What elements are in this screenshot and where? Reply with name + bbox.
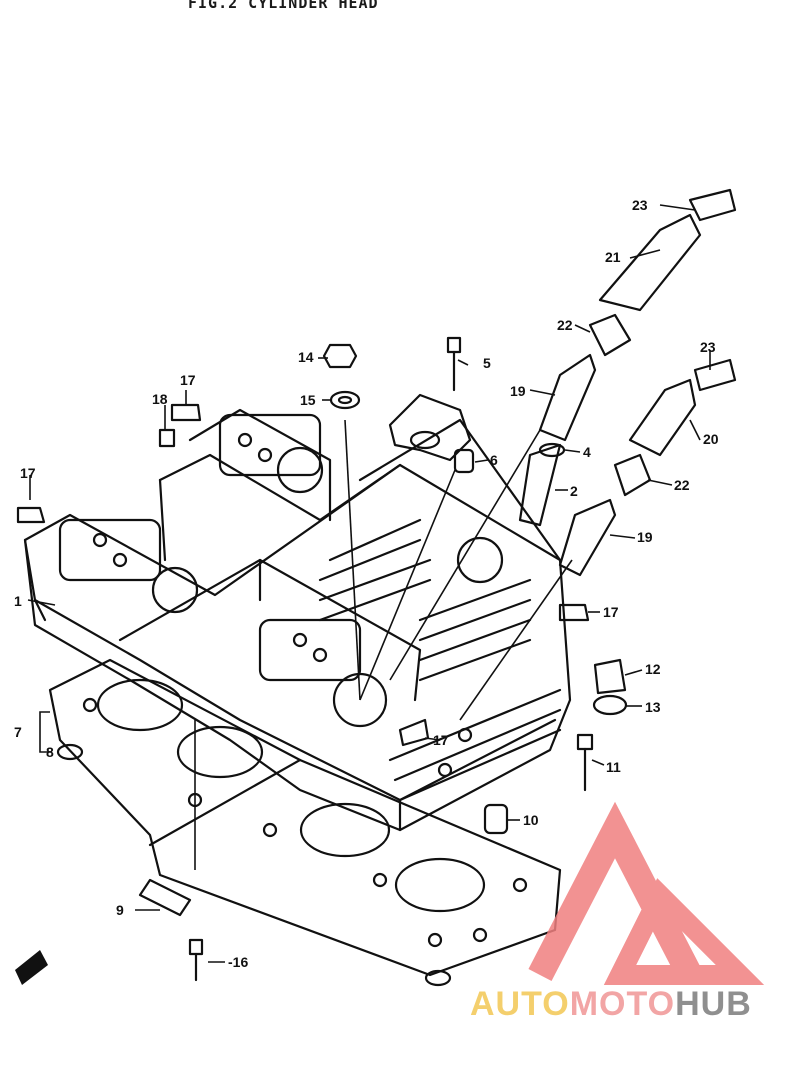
- plug-boot-22a: [588, 313, 632, 357]
- callout-17-a: 17: [180, 372, 196, 388]
- callout-20: 20: [703, 431, 719, 447]
- watermark-moto: MOTO: [569, 985, 676, 1023]
- callout-17-b: 17: [20, 465, 36, 481]
- head-gasket: [48, 658, 562, 977]
- sleeve-2: [518, 443, 562, 527]
- nut-14: [322, 343, 358, 369]
- callout-14: 14: [298, 349, 314, 365]
- bolt-16: [188, 938, 204, 982]
- nut-bottom: [424, 969, 452, 987]
- callout-6: 6: [490, 452, 498, 468]
- nut-8: [56, 743, 84, 761]
- plug-boot-22b: [613, 453, 652, 497]
- callout-18: 18: [152, 391, 168, 407]
- bolt-5: [446, 336, 462, 392]
- automotohub-logo-icon: [528, 801, 765, 985]
- plug-cap-20: [628, 378, 697, 457]
- terminal-23a: [688, 188, 737, 222]
- front-arrow-icon: [15, 950, 48, 985]
- cylinder-head-body: [23, 408, 572, 832]
- callout-8: 8: [46, 744, 54, 760]
- callout-17-d: 17: [433, 732, 449, 748]
- washer-15: [329, 390, 361, 410]
- callout-16: -16: [228, 954, 249, 970]
- washer-13: [592, 694, 628, 716]
- figure-title: FIG.2 CYLINDER HEAD: [188, 0, 379, 12]
- callout-7: 7: [14, 724, 22, 740]
- callout-12: 12: [645, 661, 661, 677]
- cap-nut-12: [593, 658, 627, 695]
- callout-19-lower: 19: [637, 529, 653, 545]
- spark-plug-19b: [558, 498, 617, 577]
- bolt-11: [576, 733, 594, 792]
- callout-19-upper: 19: [510, 383, 526, 399]
- callout-10: 10: [523, 812, 539, 828]
- watermark-auto: AUTO: [470, 985, 570, 1023]
- callout-21: 21: [605, 249, 621, 265]
- dowel-10: [483, 803, 509, 835]
- callout-4: 4: [583, 444, 591, 460]
- plug-cap-21: [598, 213, 702, 312]
- callout-22-lower: 22: [674, 477, 690, 493]
- spark-plug-19a: [538, 353, 597, 442]
- callout-22-upper: 22: [557, 317, 573, 333]
- callout-5: 5: [483, 355, 491, 371]
- callout-9: 9: [116, 902, 124, 918]
- callout-23-upper: 23: [632, 197, 648, 213]
- ring-4: [538, 442, 566, 458]
- terminal-23b: [693, 358, 737, 392]
- shim-17a: [170, 403, 202, 422]
- shim-17b: [16, 506, 46, 524]
- dowel-6: [453, 448, 475, 474]
- shim-17d: [398, 718, 430, 747]
- callout-23-lower: 23: [700, 339, 716, 355]
- shim-17c: [558, 603, 590, 622]
- watermark-wordmark: AUTOMOTOHUB: [470, 985, 752, 1024]
- callout-11: 11: [606, 759, 621, 775]
- watermark-hub: HUB: [675, 985, 752, 1023]
- callout-15: 15: [300, 392, 316, 408]
- callout-17-c: 17: [603, 604, 619, 620]
- callout-1: 1: [14, 593, 22, 609]
- tappet-18: [158, 428, 176, 448]
- callout-13: 13: [645, 699, 661, 715]
- callout-2: 2: [570, 483, 578, 499]
